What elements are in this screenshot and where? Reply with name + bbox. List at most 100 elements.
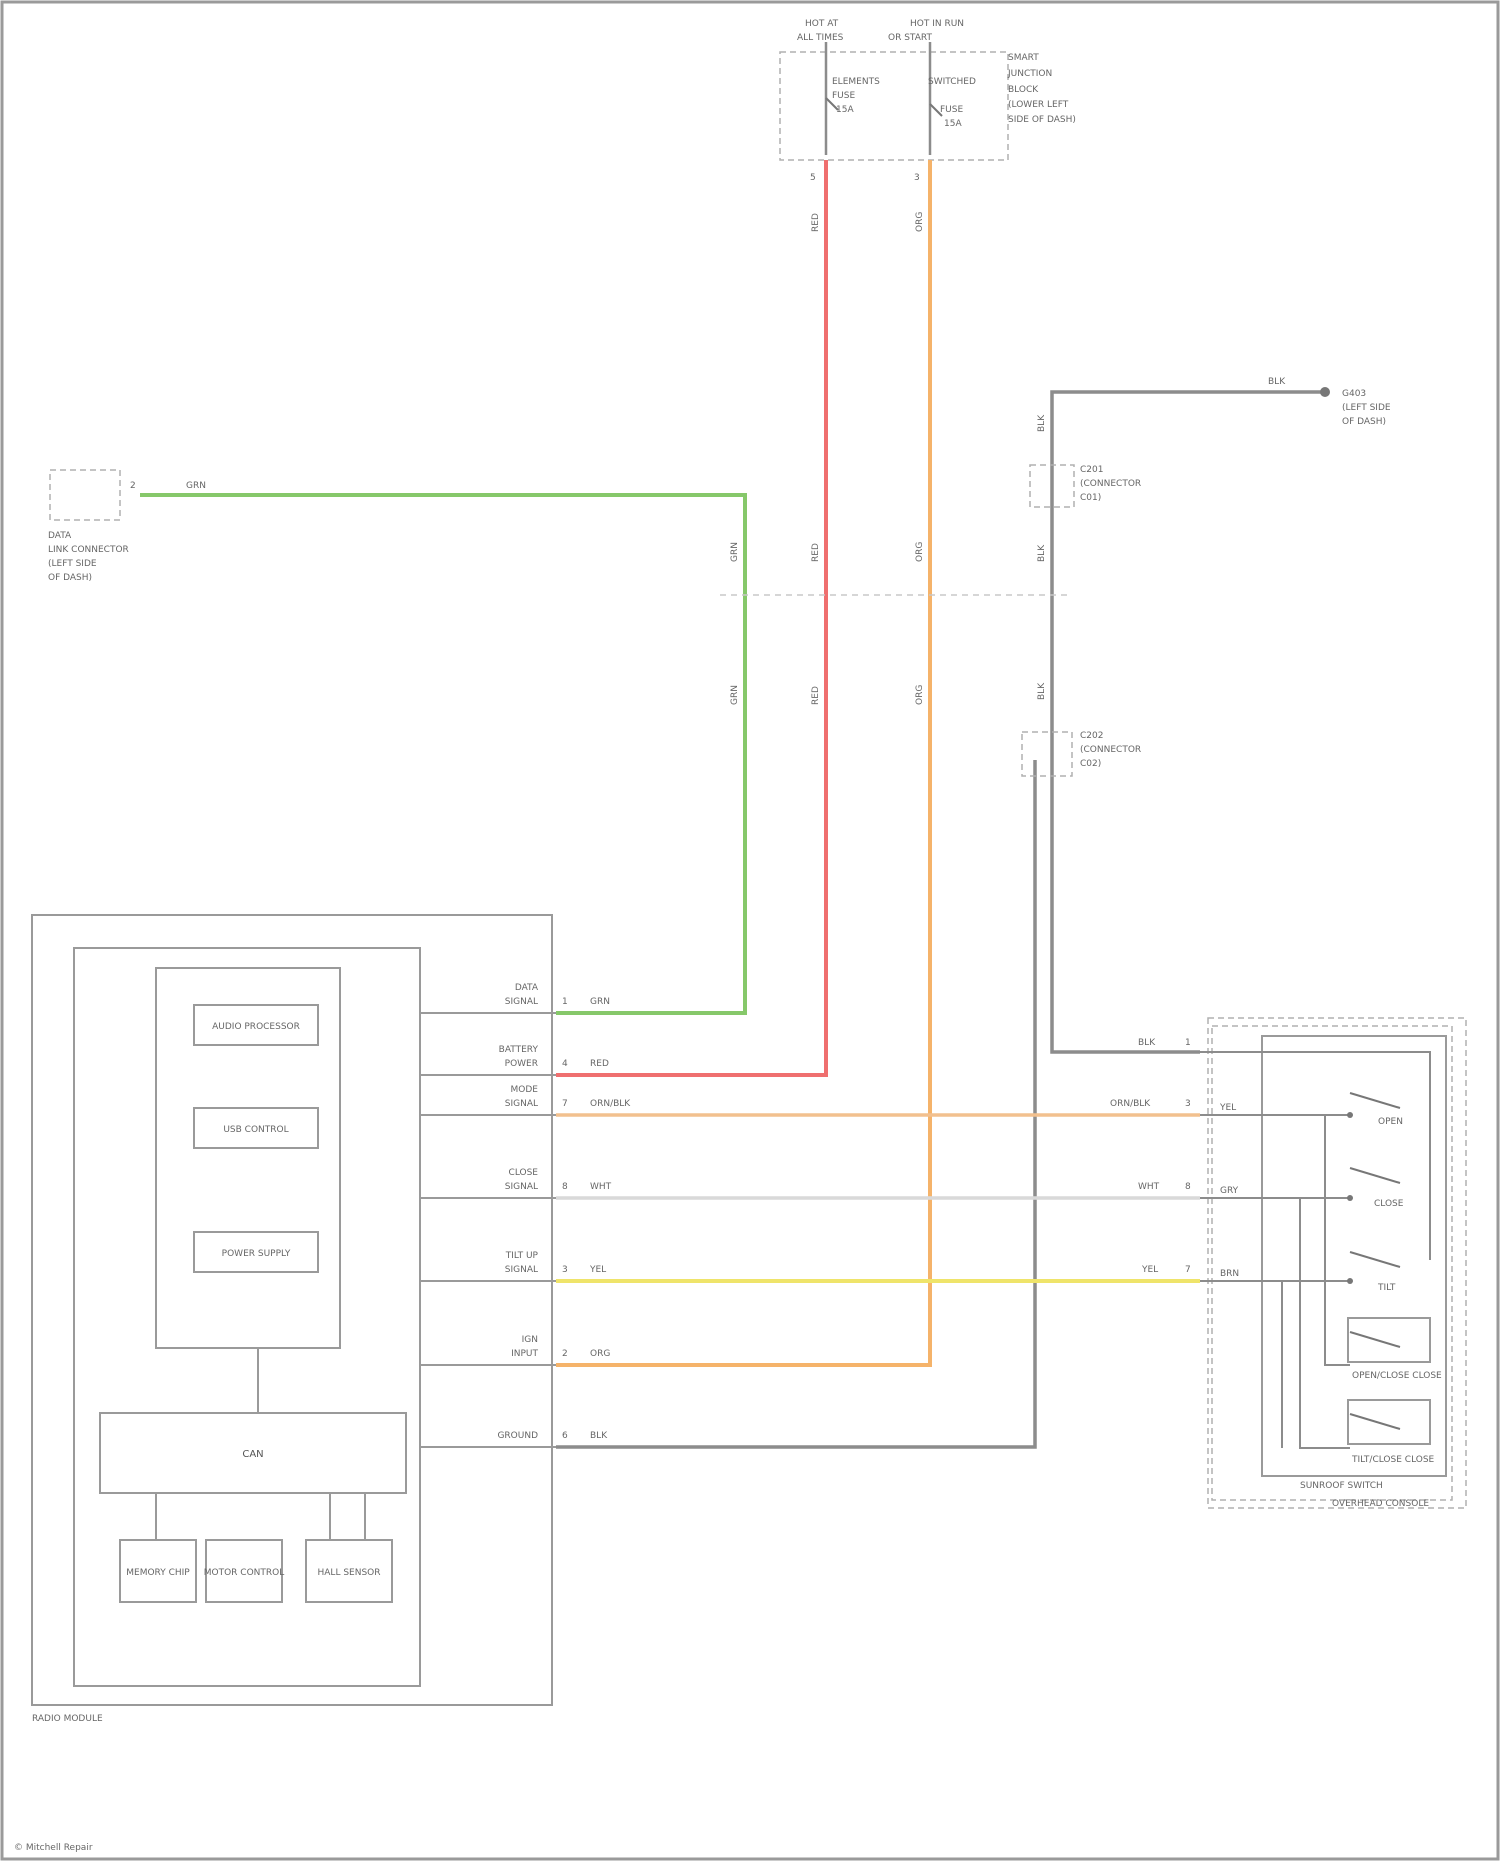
junction-block: HOT AT ALL TIMES HOT IN RUN OR START ELE… <box>780 19 1076 183</box>
right-fuse-line-3: 15A <box>944 119 962 129</box>
right-fuse-line-2: FUSE <box>940 105 963 115</box>
ground-label-1: G403 <box>1342 389 1366 399</box>
right-pin-label: 3 <box>914 173 920 183</box>
green-wire-label-1: GRN <box>730 542 740 562</box>
switch-tilt-close-blade-icon <box>1350 1414 1400 1429</box>
ground-point-icon <box>1320 387 1330 397</box>
orange-wire-label-2: ORG <box>915 542 925 562</box>
inline-connector-lower: C202 (CONNECTOR C02) <box>1022 731 1141 776</box>
inline-connector-upper: C201 (CONNECTOR C01) <box>1030 465 1141 507</box>
pin-ground-name-1: GROUND <box>497 1431 538 1441</box>
switch-open[interactable]: OPEN <box>1347 1093 1403 1127</box>
switch-wire-close: WHT <box>1138 1182 1160 1192</box>
connector-upper-label-2: (CONNECTOR <box>1080 479 1141 489</box>
red-wire-label-3: RED <box>811 686 821 705</box>
left-fuse-line-3: 15A <box>836 105 854 115</box>
connector-upper-label-3: C01) <box>1080 493 1101 503</box>
switch-open-blade-icon <box>1350 1093 1400 1108</box>
switch-close[interactable]: CLOSE <box>1347 1168 1404 1209</box>
switch-tilt-close-label: TILT/CLOSE CLOSE <box>1351 1455 1435 1465</box>
switch-tilt-contact-icon <box>1347 1278 1353 1284</box>
bottom-block-memory-label: MEMORY CHIP <box>126 1568 190 1578</box>
pin-ignition-number: 2 <box>562 1349 568 1359</box>
block-name-5: SIDE OF DASH) <box>1008 115 1076 125</box>
subblock-audio-processor-label: AUDIO PROCESSOR <box>212 1022 300 1032</box>
pin-mode-wire: ORN/BLK <box>590 1099 631 1109</box>
pin-tilt-wire: YEL <box>589 1265 606 1275</box>
data-link-label-4: OF DASH) <box>48 573 92 583</box>
switch-side-labels: ORN/BLK 3 YEL WHT 8 GRY YEL 7 BRN BLK 1 <box>1110 1038 1239 1279</box>
switch-branch-1 <box>1325 1115 1350 1365</box>
black-wire-label-2: BLK <box>1037 544 1047 562</box>
block-name-2: JUNCTION <box>1007 69 1052 79</box>
overhead-console-inner-dash <box>1212 1026 1452 1500</box>
data-link-label-3: (LEFT SIDE <box>48 559 97 569</box>
switch-combo-box-1 <box>1348 1318 1430 1362</box>
pin-close-wire: WHT <box>590 1182 612 1192</box>
left-supply-line-2: ALL TIMES <box>797 33 844 43</box>
subblock-power-supply-label: POWER SUPPLY <box>222 1249 291 1259</box>
bus-block-label: CAN <box>242 1449 263 1460</box>
block-name-4: (LOWER LEFT <box>1008 100 1069 110</box>
switch-pin-close: 8 <box>1185 1182 1191 1192</box>
switch-code-mode: YEL <box>1219 1103 1236 1113</box>
pin-data-wire: GRN <box>590 997 610 1007</box>
right-supply-line-2: OR START <box>888 33 932 43</box>
data-wire <box>140 495 745 1013</box>
connector-upper-label-1: C201 <box>1080 465 1103 475</box>
ground-trunk-wire <box>1052 392 1325 1052</box>
pin-mode-name-2: SIGNAL <box>505 1099 538 1109</box>
sunroof-switch-label: SUNROOF SWITCH <box>1300 1481 1383 1491</box>
switch-pin-mode: 3 <box>1185 1099 1191 1109</box>
switch-wire-mode: ORN/BLK <box>1110 1099 1151 1109</box>
pin-close-name-2: SIGNAL <box>505 1182 538 1192</box>
black-wire-label-3: BLK <box>1037 682 1047 700</box>
overhead-console: OPEN CLOSE TILT OPEN/CLOSE CLOSE TILT/CL… <box>1200 1018 1466 1509</box>
data-link-connector: 2 GRN DATA LINK CONNECTOR (LEFT SIDE OF … <box>48 470 206 583</box>
data-link-pin: 2 <box>130 481 136 491</box>
switch-open-close[interactable]: OPEN/CLOSE CLOSE <box>1350 1332 1442 1381</box>
module-outer-frame <box>32 915 552 1705</box>
data-link-label-1: DATA <box>48 531 72 541</box>
pin-data-name-1: DATA <box>515 983 539 993</box>
switch-tilt-close[interactable]: TILT/CLOSE CLOSE <box>1350 1414 1435 1465</box>
switch-code-close: GRY <box>1220 1186 1239 1196</box>
pin-tilt-name-1: TILT UP <box>505 1251 539 1261</box>
sunroof-switch-frame <box>1262 1036 1446 1476</box>
connector-lower-outline <box>1022 732 1072 776</box>
switch-tilt[interactable]: TILT <box>1347 1252 1400 1293</box>
pin-battery-name-2: POWER <box>505 1059 538 1069</box>
pin-ground-wire: BLK <box>590 1431 608 1441</box>
bottom-block-hall-label: HALL SENSOR <box>318 1568 381 1578</box>
left-pin-label: 5 <box>810 173 816 183</box>
switch-open-label: OPEN <box>1378 1117 1403 1127</box>
switch-code-tilt: BRN <box>1220 1269 1239 1279</box>
data-link-label-2: LINK CONNECTOR <box>48 545 129 555</box>
ground-wire-color: BLK <box>1268 377 1286 387</box>
data-link-wire: GRN <box>186 481 206 491</box>
connector-lower-label-1: C202 <box>1080 731 1103 741</box>
pin-close-name-1: CLOSE <box>509 1168 539 1178</box>
radio-module: AUDIO PROCESSOR USB CONTROL POWER SUPPLY… <box>32 915 552 1724</box>
ground-label-3: OF DASH) <box>1342 417 1386 427</box>
ground-reference: BLK G403 (LEFT SIDE OF DASH) <box>1268 377 1391 427</box>
switch-close-contact-icon <box>1347 1195 1353 1201</box>
pin-close-number: 8 <box>562 1182 568 1192</box>
block-name-1: SMART <box>1008 53 1039 63</box>
footer-copyright: © Mitchell Repair <box>14 1843 93 1853</box>
connector-lower-label-3: C02) <box>1080 759 1101 769</box>
module-pin-stubs <box>420 1013 556 1447</box>
overhead-console-label: OVERHEAD CONSOLE <box>1332 1499 1429 1509</box>
pin-ignition-name-2: INPUT <box>511 1349 538 1359</box>
data-link-connector-outline <box>50 470 120 520</box>
pin-ground-number: 6 <box>562 1431 568 1441</box>
right-fuse-line-1: SWITCHED <box>928 77 976 87</box>
switch-open-close-label: OPEN/CLOSE CLOSE <box>1352 1371 1442 1381</box>
black-wire-label-1: BLK <box>1037 414 1047 432</box>
junction-block-outline <box>780 52 1008 160</box>
pin-data-name-2: SIGNAL <box>505 997 538 1007</box>
switch-pin-tilt: 7 <box>1185 1265 1191 1275</box>
red-wire-label-2: RED <box>811 543 821 562</box>
switch-tilt-blade-icon <box>1350 1252 1400 1267</box>
